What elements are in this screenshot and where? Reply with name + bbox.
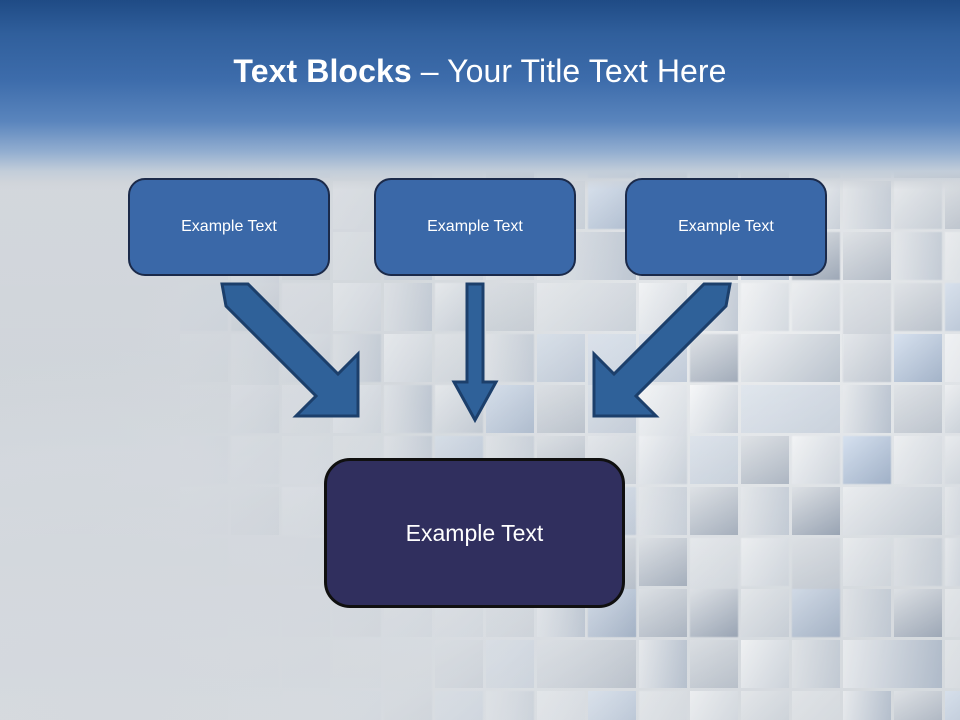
text-block-3[interactable]: Example Text (625, 178, 827, 276)
page-title: Text Blocks – Your Title Text Here (0, 51, 960, 91)
text-block-3-label: Example Text (678, 218, 774, 235)
text-block-1-label: Example Text (181, 218, 277, 235)
text-block-1[interactable]: Example Text (128, 178, 330, 276)
text-block-result-label: Example Text (405, 519, 544, 546)
text-block-2[interactable]: Example Text (374, 178, 576, 276)
page-title-rest: Your Title Text Here (447, 53, 727, 89)
text-block-2-label: Example Text (427, 218, 523, 235)
text-block-result[interactable]: Example Text (324, 458, 625, 608)
page-title-separator: – (411, 53, 448, 89)
page-title-strong: Text Blocks (233, 53, 412, 89)
